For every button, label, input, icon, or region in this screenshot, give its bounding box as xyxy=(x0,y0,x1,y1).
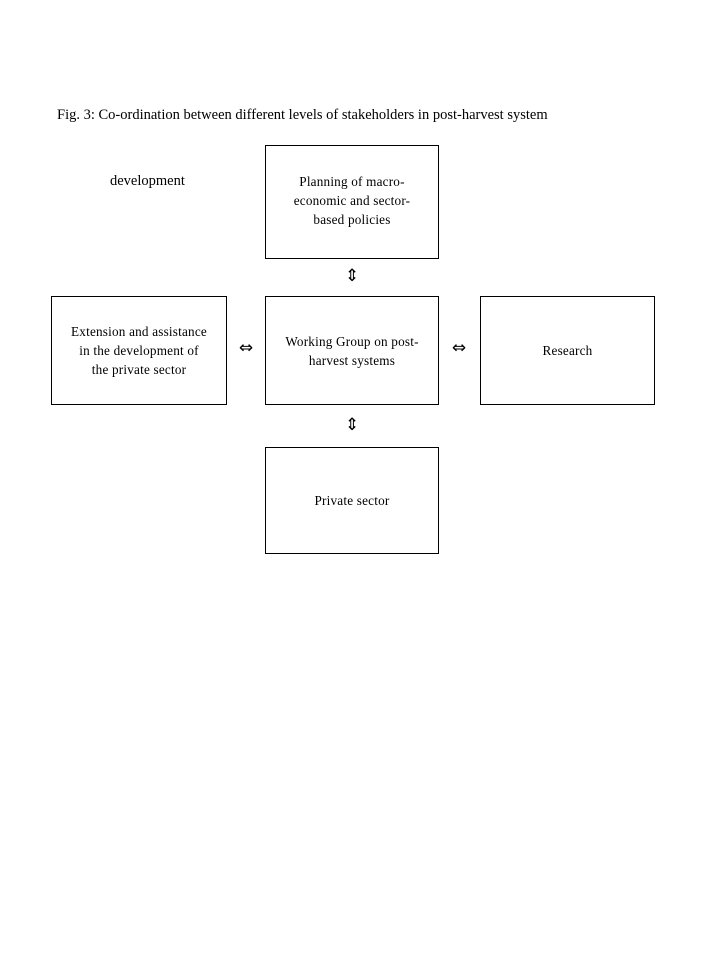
node-planning-line-2: economic and sector- xyxy=(293,193,411,208)
node-research-label: Research xyxy=(481,341,654,360)
figure-caption: Fig. 3: Co-ordination between different … xyxy=(57,60,667,214)
connector-vertical-arrow-planning-working-group: ⇕ xyxy=(344,266,360,286)
node-extension-line-1: Extension and assistance xyxy=(71,324,207,339)
node-private-sector: Private sector xyxy=(265,447,439,554)
connector-horizontal-arrow-working-group-research: ⇔ xyxy=(451,338,467,358)
node-private-sector-label: Private sector xyxy=(266,448,438,510)
connector-vertical-arrow-working-group-private-sector: ⇕ xyxy=(344,415,360,435)
figure-caption-line-1: Fig. 3: Co-ordination between different … xyxy=(57,107,548,123)
node-extension-line-3: the private sector xyxy=(91,362,187,377)
node-extension-line-2: in the development of xyxy=(79,343,199,358)
node-extension-label: Extension and assistance in the developm… xyxy=(52,322,226,379)
node-working-group-line-1: Working Group on post- xyxy=(285,333,419,349)
node-planning: Planning of macro- economic and sector- … xyxy=(265,145,439,259)
node-planning-line-1: Planning of macro- xyxy=(299,174,405,189)
node-research-line-1: Research xyxy=(542,343,593,358)
node-planning-label: Planning of macro- economic and sector- … xyxy=(266,146,438,229)
figure-caption-line-2: development xyxy=(110,173,185,189)
node-working-group-line-2: harvest systems xyxy=(308,352,396,368)
node-working-group-label: Working Group on post- harvest systems xyxy=(266,332,438,370)
node-research: Research xyxy=(480,296,655,405)
node-planning-line-3: based policies xyxy=(313,212,391,227)
node-working-group: Working Group on post- harvest systems xyxy=(265,296,439,405)
node-extension: Extension and assistance in the developm… xyxy=(51,296,227,405)
connector-horizontal-arrow-extension-working-group: ⇔ xyxy=(238,338,254,358)
node-private-sector-line-1: Private sector xyxy=(314,493,390,508)
